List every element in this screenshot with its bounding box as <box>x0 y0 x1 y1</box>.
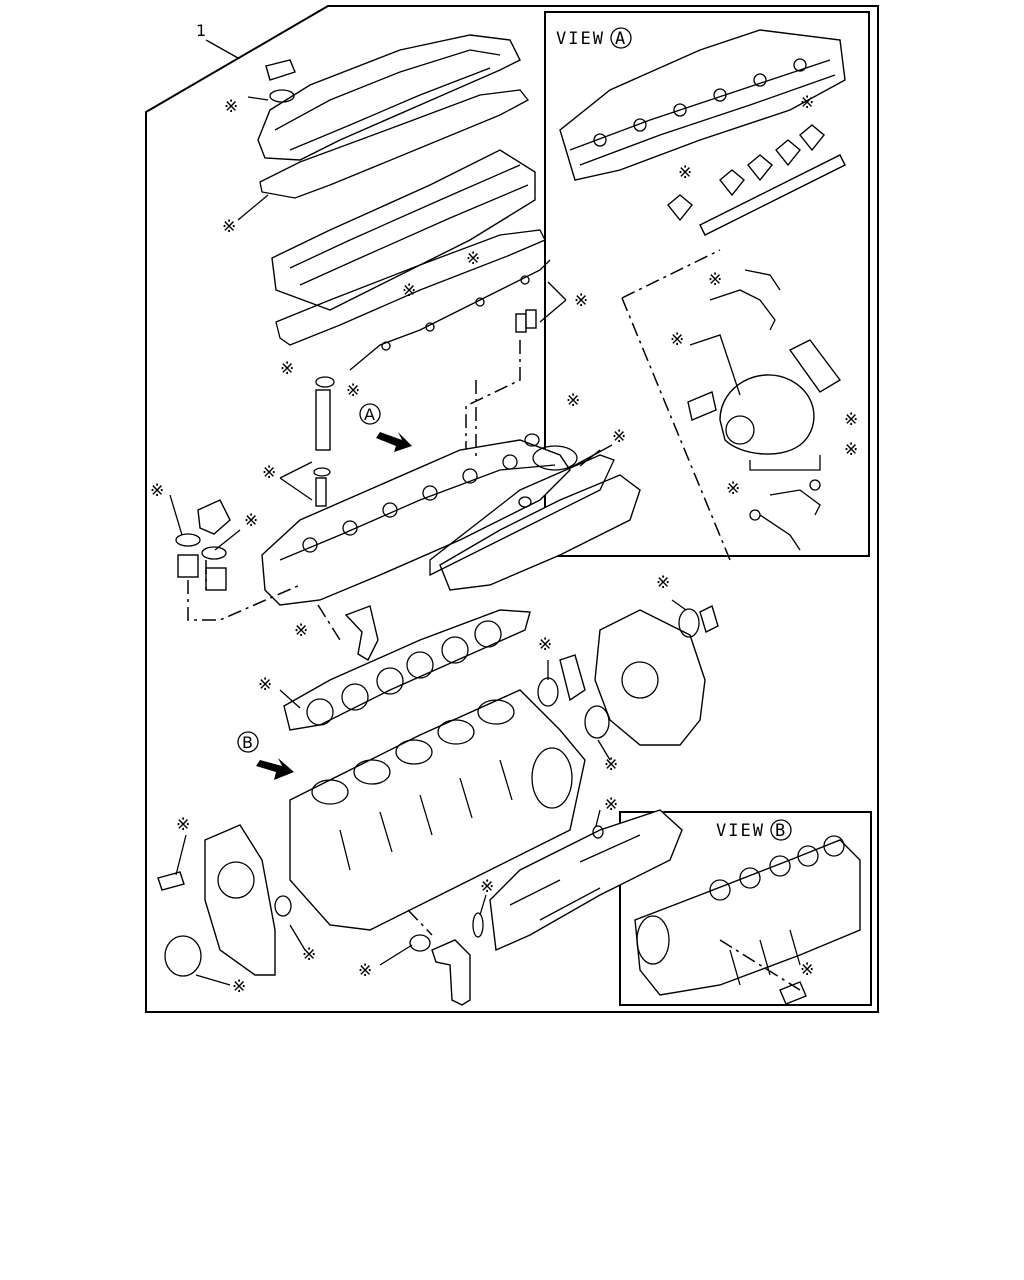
view-a-cylinder-head <box>559 29 846 181</box>
rocker-housing-gasket <box>275 229 546 346</box>
kit-part-asterisk-marker: ※ <box>258 675 272 695</box>
view-a-label: VIEW <box>556 29 605 49</box>
oil-cooler-cover <box>489 809 683 952</box>
kit-part-asterisk-marker: ※ <box>262 463 276 483</box>
kit-part-asterisk-marker: ※ <box>176 815 190 835</box>
view-a-manifold-gaskets <box>667 124 825 222</box>
kit-part-asterisk-marker: ※ <box>538 635 552 655</box>
kit-part-asterisk-marker: ※ <box>294 621 308 641</box>
view-b-plug <box>779 981 807 1005</box>
view-a-oil-pipe <box>709 269 781 331</box>
kit-part-asterisk-marker: ※ <box>358 961 372 981</box>
flywheel-housing <box>594 609 706 746</box>
kit-part-asterisk-marker: ※ <box>222 217 236 237</box>
arrow-a <box>376 432 412 452</box>
cylinder-block <box>289 689 586 931</box>
view-b-badge <box>770 819 792 841</box>
water-outlet-pipe <box>344 605 379 661</box>
crank-gear <box>559 654 586 702</box>
front-o-ring <box>274 895 292 917</box>
thermostat-parts <box>175 499 231 591</box>
kit-part-asterisk-marker: ※ <box>574 291 588 311</box>
kit-part-asterisk-marker: ※ <box>844 410 858 430</box>
view-a-panel: VIEW A ※ ※ ※ ※ ※ ※ ※ <box>544 11 870 561</box>
ref-a-badge <box>359 403 381 425</box>
view-a-manifold-pipe <box>699 154 846 236</box>
flywheel-o-ring <box>678 608 700 638</box>
kit-part-asterisk-marker: ※ <box>800 960 814 980</box>
kit-part-asterisk-marker: ※ <box>604 795 618 815</box>
kit-part-asterisk-marker: ※ <box>656 573 670 593</box>
view-a-drain-pipe <box>759 489 821 551</box>
kit-part-asterisk-marker: ※ <box>302 945 316 965</box>
kit-part-asterisk-marker: ※ <box>402 281 416 301</box>
kit-part-asterisk-marker: ※ <box>604 755 618 775</box>
view-a-badge <box>610 27 632 49</box>
ref-b-badge <box>237 731 259 753</box>
kit-part-asterisk-marker: ※ <box>844 440 858 460</box>
rear-oil-seal <box>584 705 610 739</box>
view-a-flange-gasket <box>687 391 717 421</box>
rocker-housing <box>271 149 536 311</box>
view-b-cylinder-block <box>634 839 861 996</box>
view-b-panel: VIEW B ※ <box>619 811 872 1006</box>
kit-part-asterisk-marker: ※ <box>224 97 238 117</box>
callout-number-1: 1 <box>196 21 206 40</box>
ref-a-letter: A <box>364 405 375 424</box>
view-a-turbo-gasket <box>788 339 842 393</box>
kit-part-asterisk-marker: ※ <box>346 381 360 401</box>
water-inlet-pipe <box>431 939 471 1006</box>
oil-filler-seal <box>269 89 295 103</box>
leak-off-pipe <box>349 259 551 371</box>
kit-part-asterisk-marker: ※ <box>232 977 246 997</box>
kit-part-asterisk-marker: ※ <box>678 163 692 183</box>
view-b-letter: B <box>775 821 787 841</box>
head-cover-gasket <box>259 89 529 199</box>
view-a-letter: A <box>615 29 627 49</box>
front-cover-bolt <box>157 871 185 891</box>
kit-part-asterisk-marker: ※ <box>244 511 258 531</box>
arrow-b <box>256 758 294 780</box>
kit-part-asterisk-marker: ※ <box>800 93 814 113</box>
cylinder-head-cover <box>257 34 521 161</box>
kit-part-asterisk-marker: ※ <box>280 359 294 379</box>
front-seal-ring <box>164 935 202 977</box>
fuel-injector-assembly <box>313 376 335 507</box>
ref-b-letter: B <box>242 733 253 752</box>
kit-part-asterisk-marker: ※ <box>726 479 740 499</box>
cylinder-head <box>261 439 571 606</box>
inlet-gasket <box>532 445 578 471</box>
callout-leader <box>205 39 239 59</box>
kit-part-asterisk-marker: ※ <box>612 427 626 447</box>
view-b-label: VIEW <box>716 821 765 841</box>
injector-sleeves <box>515 309 537 333</box>
kit-part-asterisk-marker: ※ <box>670 330 684 350</box>
crank-seal-ring <box>537 677 559 707</box>
kit-part-asterisk-marker: ※ <box>466 249 480 269</box>
kit-part-asterisk-marker: ※ <box>566 391 580 411</box>
intake-manifold-gasket <box>429 454 615 577</box>
main-frame <box>145 5 879 1013</box>
oil-filler-cap <box>265 59 296 81</box>
front-cover <box>157 824 276 977</box>
view-a-turbocharger <box>719 374 815 455</box>
cylinder-head-gasket <box>283 609 531 731</box>
intake-manifold <box>429 433 641 591</box>
kit-part-asterisk-marker: ※ <box>150 481 164 501</box>
oil-cooler-seal <box>592 825 604 839</box>
kit-part-asterisk-marker: ※ <box>708 270 722 290</box>
kit-part-asterisk-marker: ※ <box>480 877 494 897</box>
